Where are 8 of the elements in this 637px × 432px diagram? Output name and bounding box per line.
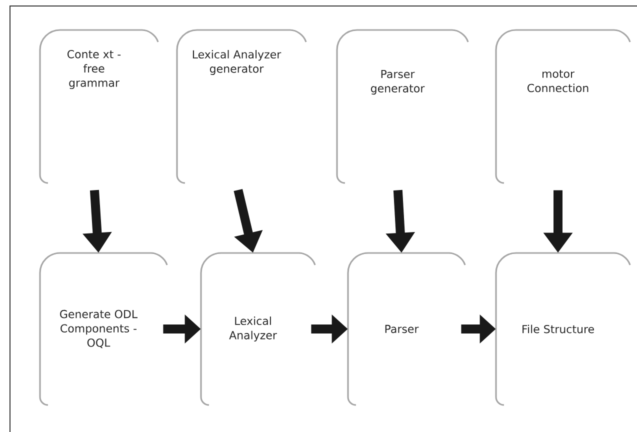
rounded-box: motor Connection [495, 29, 631, 184]
rounded-box: Parser [347, 252, 466, 406]
rounded-box: Lexical Analyzer [200, 252, 316, 406]
rounded-box: Conte xt - free grammar [39, 29, 159, 184]
rounded-box: Parser generator [336, 29, 469, 184]
rounded-box: Generate ODL Components - OQL [39, 252, 168, 406]
rounded-box: Lexical Analyzer generator [176, 29, 307, 184]
rounded-box: File Structure [495, 252, 631, 406]
